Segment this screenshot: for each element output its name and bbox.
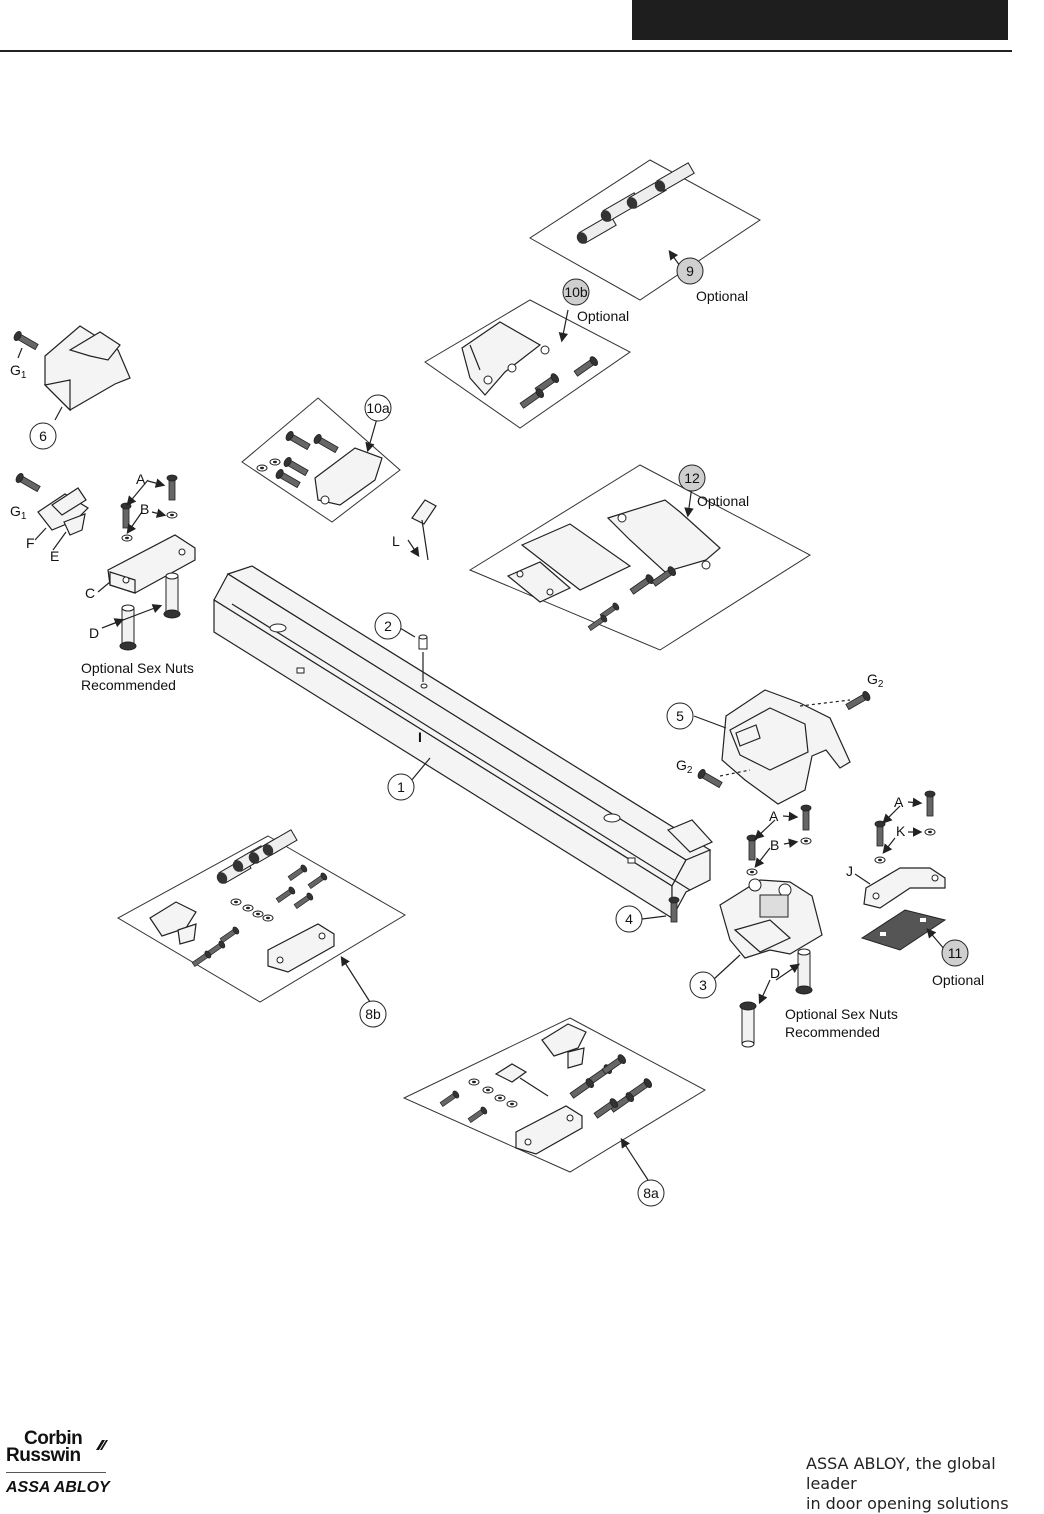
header-rule <box>0 50 1012 52</box>
letter-b-left: B <box>140 501 149 517</box>
sheet-8a <box>402 1017 707 1181</box>
sheet-9 <box>529 159 761 301</box>
note-optional-12: Optional <box>697 493 749 509</box>
logo-line-russwin: Russwin <box>6 1445 81 1466</box>
callout-3: 3 <box>689 971 717 999</box>
sheet-10b <box>424 299 631 429</box>
sheet-12 <box>468 464 811 651</box>
part-5-end-cap <box>693 689 872 805</box>
letter-b-right: B <box>770 837 779 853</box>
callout-8b-number: 8b <box>365 1006 381 1022</box>
letter-a-far-right: A <box>894 794 904 810</box>
callout-1-number: 1 <box>397 779 405 795</box>
callout-1: 1 <box>387 773 415 801</box>
corbin-russwin-logo: Corbin Russwin ASSA ABLOY <box>6 1428 116 1497</box>
letter-g2-left: G2 <box>676 757 693 776</box>
right-hardware-group <box>641 790 947 1048</box>
part-2-pin <box>399 627 428 689</box>
part-6-end-cap <box>12 325 131 421</box>
callout-12-number: 12 <box>684 470 700 486</box>
part-l-key <box>407 499 437 561</box>
callout-4: 4 <box>615 905 643 933</box>
letter-a-left: A <box>136 471 146 487</box>
exploded-parts-diagram: 9 Optional 10b Optional G1 6 <box>10 159 984 1207</box>
callout-12: 12 <box>678 464 706 492</box>
callout-8a: 8a <box>637 1179 665 1207</box>
footer-tagline: ASSA ABLOY, the global leader in door op… <box>806 1454 1036 1514</box>
letter-k: K <box>896 823 906 839</box>
note-sex-nuts-left-1: Optional Sex Nuts <box>81 660 194 676</box>
callout-10a: 10a <box>364 394 392 422</box>
letter-g1-left: G1 <box>10 503 27 522</box>
header-bar <box>632 0 1008 40</box>
sheet-8b <box>116 829 406 1003</box>
letter-g2-right: G2 <box>867 671 884 690</box>
callout-10a-number: 10a <box>366 400 390 416</box>
logo-divider <box>6 1472 106 1473</box>
callout-9-number: 9 <box>686 263 694 279</box>
letter-j: J <box>846 863 853 879</box>
tagline-line-1: ASSA ABLOY, the global leader <box>806 1454 996 1493</box>
note-sex-nuts-left-2: Recommended <box>81 677 176 693</box>
callout-10b-number: 10b <box>564 284 588 300</box>
note-sex-nuts-right-2: Recommended <box>785 1024 880 1040</box>
logo-line-corbin: Corbin <box>24 1428 83 1449</box>
callout-11: 11 <box>941 939 969 967</box>
part-1-channel-bar <box>213 565 713 920</box>
note-sex-nuts-right-1: Optional Sex Nuts <box>785 1006 898 1022</box>
note-optional-9: Optional <box>696 288 748 304</box>
callout-3-number: 3 <box>699 977 707 993</box>
letter-c: C <box>85 585 95 601</box>
note-optional-11: Optional <box>932 972 984 988</box>
callout-2: 2 <box>374 612 402 640</box>
logo-line-assa-abloy: ASSA ABLOY <box>6 1479 110 1496</box>
callout-5-number: 5 <box>676 708 684 724</box>
letter-i: I <box>418 729 422 745</box>
sheet-10a <box>241 397 401 523</box>
logo-mark-icon <box>96 1440 108 1450</box>
callout-6-number: 6 <box>39 428 47 444</box>
callout-9: 9 <box>676 257 704 285</box>
note-optional-10b: Optional <box>577 308 629 324</box>
tagline-line-2: in door opening solutions <box>806 1494 1009 1513</box>
callout-2-number: 2 <box>384 618 392 634</box>
callout-4-number: 4 <box>625 911 633 927</box>
callout-8b: 8b <box>359 1000 387 1028</box>
letter-g1-top: G1 <box>10 362 27 381</box>
left-hardware-group <box>14 471 196 651</box>
letter-d-right: D <box>770 965 780 981</box>
letter-a-right: A <box>769 808 779 824</box>
callout-6: 6 <box>29 422 57 450</box>
letter-f: F <box>26 535 35 551</box>
letter-d-left: D <box>89 625 99 641</box>
callout-10b: 10b <box>562 278 590 306</box>
callout-11-number: 11 <box>948 945 963 961</box>
callout-5: 5 <box>666 702 694 730</box>
letter-e: E <box>50 548 59 564</box>
callout-8a-number: 8a <box>643 1185 659 1201</box>
letter-l: L <box>392 533 400 549</box>
